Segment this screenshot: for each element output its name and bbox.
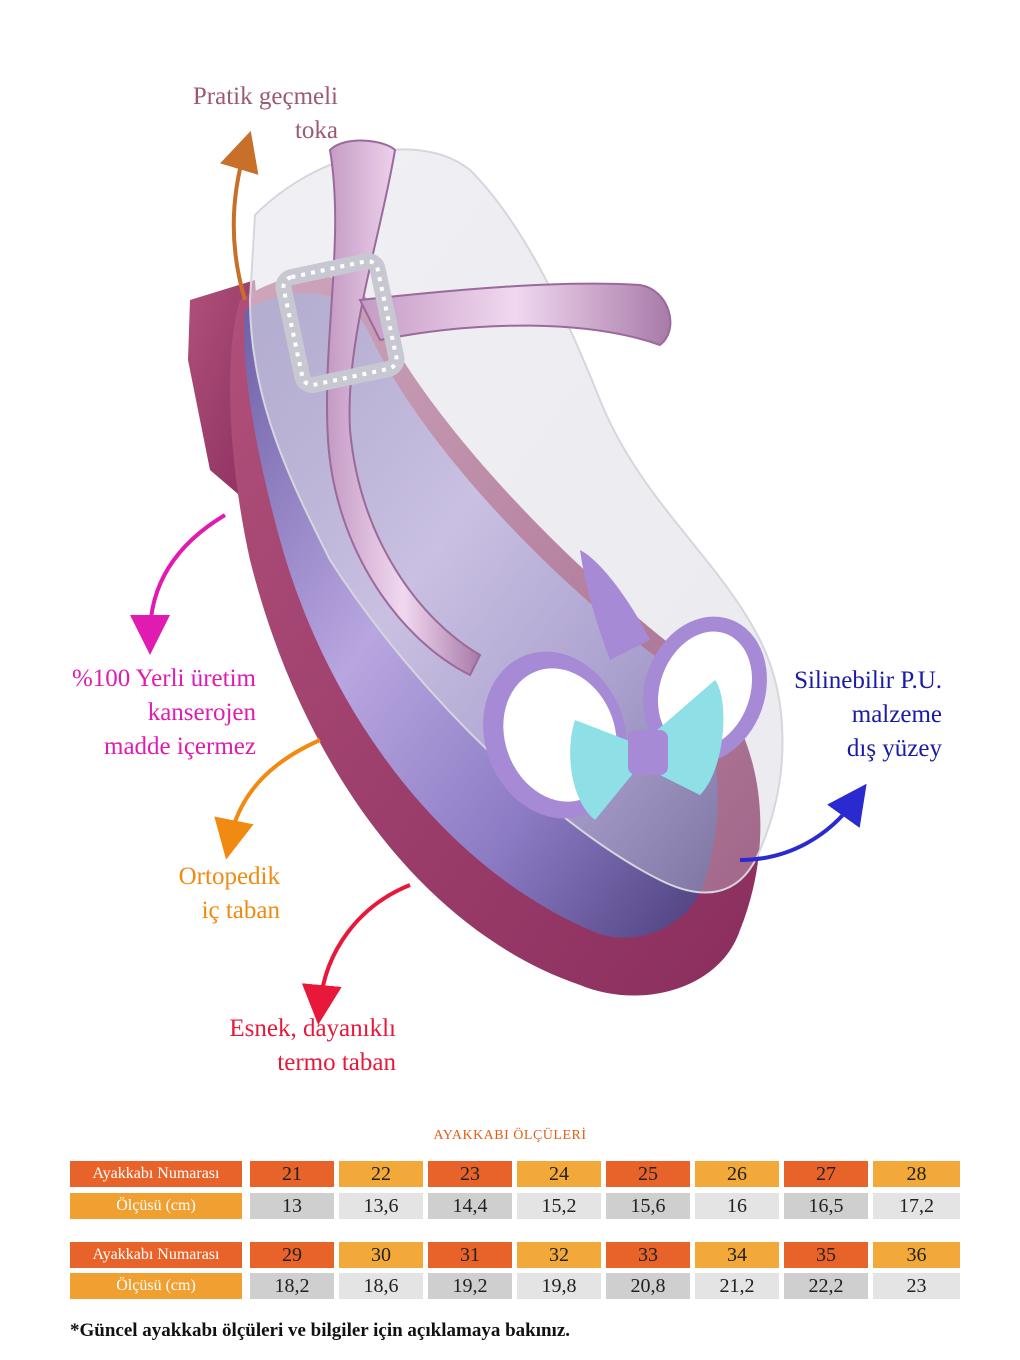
size-cell: 31: [428, 1242, 512, 1268]
bow-horn: [580, 550, 650, 660]
size-cell: 22: [339, 1161, 423, 1187]
cm-cell: 13: [250, 1193, 334, 1219]
callout-ortopedik-line1: Ortopedik: [178, 863, 280, 890]
cm-cell: 13,6: [339, 1193, 423, 1219]
callout-yerli-line3: madde içermez: [104, 733, 256, 760]
size-cell: 26: [695, 1161, 779, 1187]
cm-cell: 17,2: [873, 1193, 960, 1219]
size-cell: 36: [873, 1242, 960, 1268]
cm-cell: 22,2: [784, 1273, 868, 1299]
arrow-pu: [739, 783, 867, 862]
cm-cell: 21,2: [695, 1273, 779, 1299]
size-cell: 33: [606, 1242, 690, 1268]
callout-pu-line2: malzeme: [851, 701, 942, 728]
callout-toka: Pratik geçmeli toka: [110, 80, 338, 148]
callout-esnek: Esnek, dayanıklı termo taban: [160, 1012, 396, 1080]
cm-row-label: Ölçüsü (cm): [70, 1273, 242, 1299]
size-cell: 32: [517, 1242, 601, 1268]
size-cell: 30: [339, 1242, 423, 1268]
callout-arrows: [130, 130, 867, 1025]
footnote: *Güncel ayakkabı ölçüleri ve bilgiler iç…: [70, 1320, 571, 1341]
cm-cell: 15,2: [517, 1193, 601, 1219]
callout-yerli: %100 Yerli üretim kanserojen madde içerm…: [30, 662, 256, 764]
callout-toka-line1: Pratik geçmeli: [192, 83, 338, 110]
callout-ortopedik-line2: iç taban: [201, 897, 280, 924]
shoe-image: [188, 139, 784, 996]
callout-pu: Silinebilir P.U. malzeme dış yüzey: [730, 664, 942, 766]
strap: [325, 139, 482, 677]
cm-cell: 16,5: [784, 1193, 868, 1219]
cm-cell: 19,2: [428, 1273, 512, 1299]
callout-pu-line3: dış yüzey: [846, 735, 942, 762]
size-table-title: AYAKKABI ÖLÇÜLERİ: [433, 1128, 587, 1143]
callout-toka-line2: toka: [294, 117, 338, 144]
cm-cell: 16: [695, 1193, 779, 1219]
cm-row-label: Ölçüsü (cm): [70, 1193, 242, 1219]
bow-knot: [628, 730, 668, 775]
cm-cell: 18,2: [250, 1273, 334, 1299]
callout-ortopedik: Ortopedik iç taban: [120, 860, 280, 928]
size-row-label: Ayakkabı Numarası: [70, 1242, 242, 1268]
size-cell: 29: [250, 1242, 334, 1268]
size-cell: 25: [606, 1161, 690, 1187]
cm-cell: 14,4: [428, 1193, 512, 1219]
arrow-ortopedik: [214, 738, 321, 860]
cm-cell: 18,6: [339, 1273, 423, 1299]
cm-cell: 23: [873, 1273, 960, 1299]
arrow-esnek: [301, 883, 411, 1025]
size-cell: 21: [250, 1161, 334, 1187]
size-row-label: Ayakkabı Numarası: [70, 1161, 242, 1187]
cm-cell: 20,8: [606, 1273, 690, 1299]
callout-yerli-line2: kanserojen: [147, 699, 256, 726]
size-cell: 28: [873, 1161, 960, 1187]
size-cell: 24: [517, 1161, 601, 1187]
callout-yerli-line1: %100 Yerli üretim: [71, 665, 256, 692]
callout-esnek-line1: Esnek, dayanıklı: [229, 1015, 396, 1042]
size-cell: 23: [428, 1161, 512, 1187]
strap-band: [358, 282, 672, 347]
cm-cell: 19,8: [517, 1273, 601, 1299]
cm-cell: 15,6: [606, 1193, 690, 1219]
arrow-toka: [220, 130, 259, 301]
size-cell: 35: [784, 1242, 868, 1268]
callout-pu-line1: Silinebilir P.U.: [794, 667, 942, 694]
arrow-yerli: [130, 513, 227, 655]
callout-esnek-line2: termo taban: [277, 1049, 396, 1076]
size-cell: 34: [695, 1242, 779, 1268]
size-cell: 27: [784, 1161, 868, 1187]
